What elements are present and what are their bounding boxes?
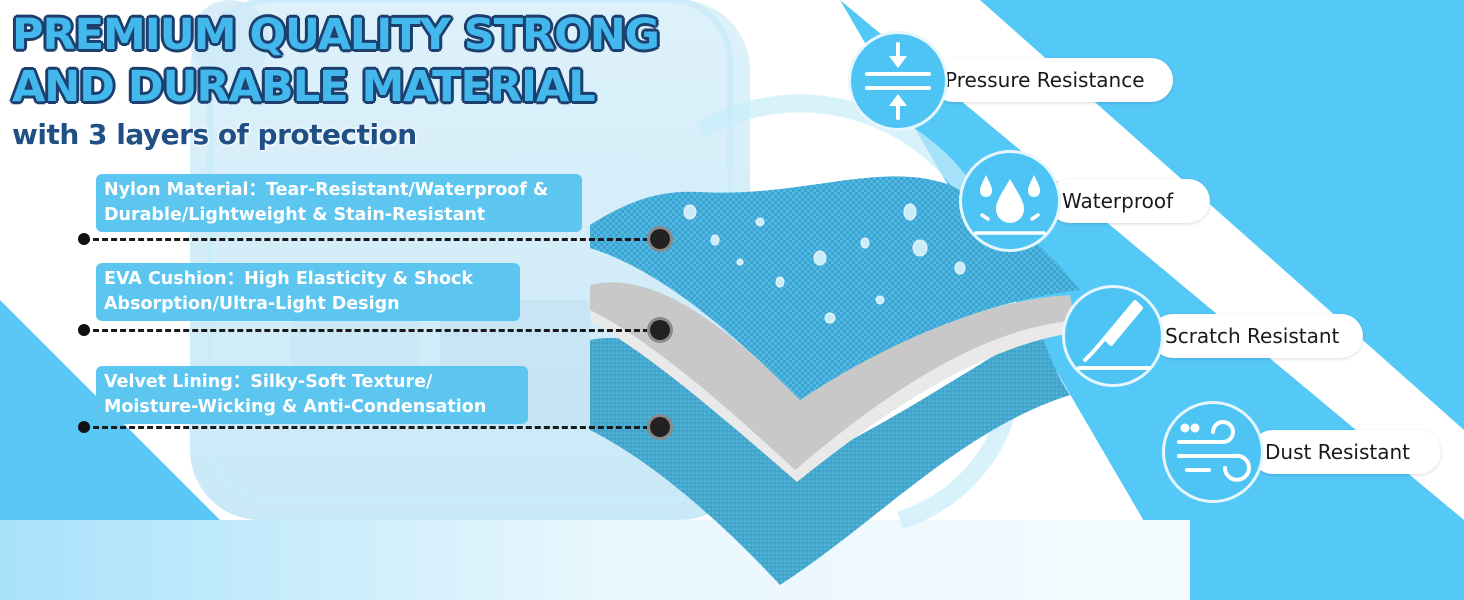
- feature-pill: Pressure Resistance: [931, 58, 1173, 102]
- layer-label-line: Nylon Material：Tear-Resistant/Waterproof…: [104, 180, 549, 200]
- leader-line-nylon: [84, 238, 658, 241]
- layer-label-eva: EVA Cushion：High Elasticity & Shock Abso…: [96, 263, 520, 321]
- layer-label-line: Absorption/Ultra-Light Design: [104, 294, 400, 314]
- scalpel-icon: [1077, 300, 1151, 370]
- water-droplets: [683, 203, 990, 324]
- layer-label-line: Moisture-Wicking & Anti-Condensation: [104, 397, 487, 417]
- leader-line-eva: [84, 329, 658, 332]
- layer-label-line: Velvet Lining：Silky-Soft Texture/: [104, 372, 433, 392]
- feature-label: Pressure Resistance: [945, 68, 1145, 92]
- pressure-icon: [865, 42, 931, 120]
- leader-dot-end: [650, 320, 670, 340]
- nylon-layer: [590, 176, 1080, 400]
- feature-pill: Waterproof: [1048, 179, 1210, 223]
- leader-line-velvet: [84, 426, 658, 429]
- layer-label-line: Durable/Lightweight & Stain-Resistant: [104, 205, 486, 225]
- bg-white-diagonal: [840, 0, 1464, 520]
- leader-dot-end: [650, 417, 670, 437]
- feature-label: Waterproof: [1062, 189, 1174, 213]
- leader-dot-start: [78, 324, 90, 336]
- layer-label-line: EVA Cushion：High Elasticity & Shock: [104, 269, 474, 289]
- layer-label-nylon: Nylon Material：Tear-Resistant/Waterproof…: [96, 174, 582, 232]
- bg-bottom-strip: [0, 520, 1190, 600]
- wind-icon: [1177, 420, 1251, 482]
- feature-pill: Dust Resistant: [1251, 430, 1441, 474]
- leader-dot-end: [650, 229, 670, 249]
- water-drops-icon: [974, 175, 1046, 235]
- page-subtitle: with 3 layers of protection: [12, 118, 417, 151]
- feature-label: Dust Resistant: [1265, 440, 1411, 464]
- page-title-line-2: AND DURABLE MATERIAL: [12, 62, 596, 112]
- leader-dot-start: [78, 233, 90, 245]
- feature-pill: Scratch Resistant: [1151, 314, 1363, 358]
- feature-label: Scratch Resistant: [1165, 324, 1340, 348]
- feature-circle: [1165, 404, 1261, 500]
- layer-label-velvet: Velvet Lining：Silky-Soft Texture/ Moistu…: [96, 366, 528, 424]
- leader-dot-start: [78, 421, 90, 433]
- page-title-line-1: PREMIUM QUALITY STRONG: [12, 10, 660, 60]
